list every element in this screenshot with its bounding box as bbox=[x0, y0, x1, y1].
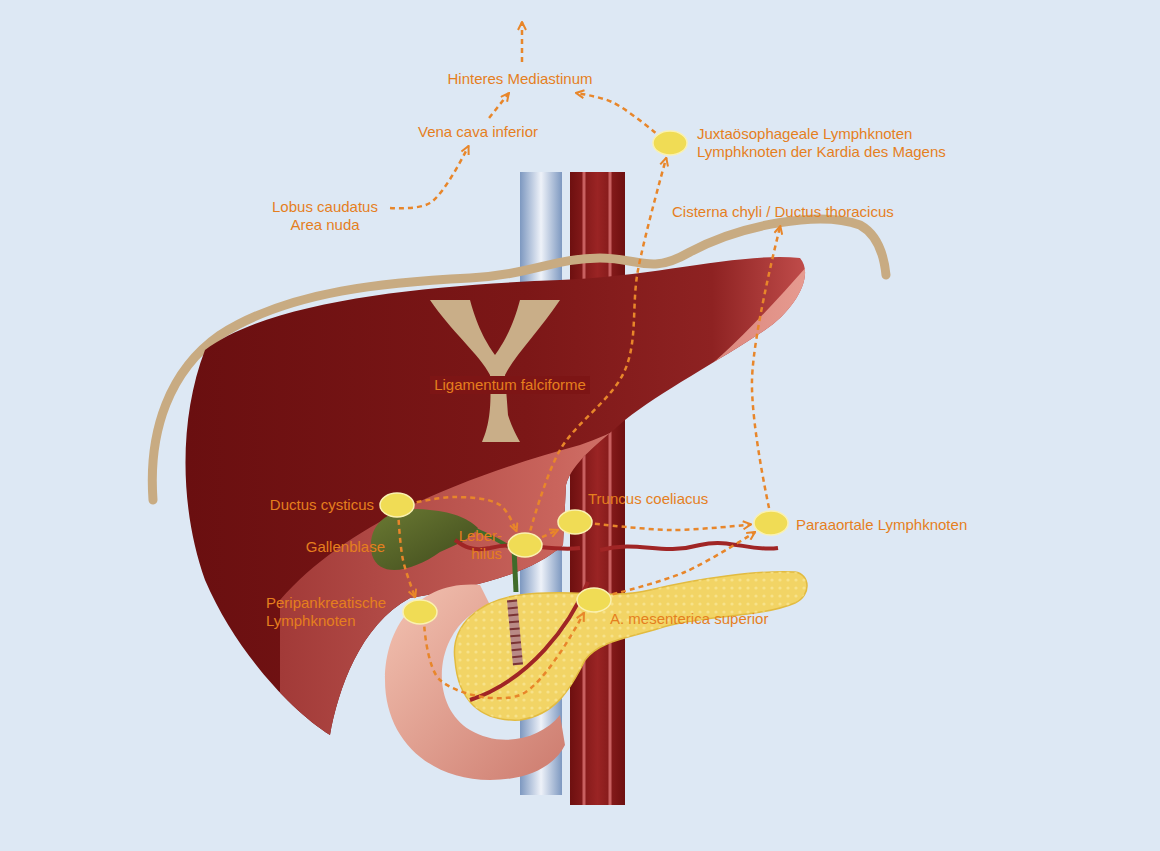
lymph-node-oval bbox=[753, 510, 789, 536]
lymph-node: Paraaortale Lymphknoten bbox=[753, 510, 789, 536]
lymph-node: Peripankreatische Lymphknoten bbox=[402, 599, 438, 625]
lymph-node: Ductus cysticus bbox=[379, 492, 415, 518]
node-text: Juxtaösophageale Lymphknoten Lymphknoten… bbox=[697, 125, 977, 161]
splenic-artery bbox=[600, 543, 778, 550]
part-label: Ligamentum falciforme bbox=[430, 376, 590, 394]
lymph-node-shape bbox=[403, 600, 437, 624]
lymph-flow-arrow bbox=[424, 613, 584, 698]
node-text: Lobus caudatus Area nuda bbox=[265, 198, 385, 234]
lymph-node-oval bbox=[557, 509, 593, 535]
flow-label: Cisterna chyli / Ductus thoracicus bbox=[670, 201, 896, 223]
lymph-node-oval bbox=[652, 130, 688, 156]
flow-label: Lobus caudatus Area nuda bbox=[263, 196, 387, 236]
lymph-node-oval bbox=[507, 532, 543, 558]
node-text: A. mesenterica superior bbox=[610, 610, 768, 628]
flow-label: Hinteres Mediastinum bbox=[445, 68, 594, 90]
lymph-node: Leber- hilus bbox=[507, 532, 543, 558]
node-text: Ductus cysticus bbox=[270, 496, 374, 514]
node-text: Hinteres Mediastinum bbox=[447, 70, 592, 88]
lymph-flow-arrow bbox=[530, 158, 666, 531]
node-text: Truncus coeliacus bbox=[588, 490, 708, 508]
part-label: Gallenblase bbox=[306, 538, 385, 556]
drainage-arrow bbox=[521, 22, 524, 62]
node-text: Cisterna chyli / Ductus thoracicus bbox=[672, 203, 894, 221]
lymph-flow-arrow bbox=[417, 497, 517, 531]
lymph-flow-arrow bbox=[399, 520, 416, 597]
lymph-node-shape bbox=[558, 510, 592, 534]
lymph-node-oval bbox=[379, 492, 415, 518]
node-text: Paraaortale Lymphknoten bbox=[796, 516, 967, 534]
falciform-ligament bbox=[430, 300, 560, 442]
lymph-flow-arrow bbox=[752, 226, 780, 508]
lymph-flow-arrow bbox=[542, 530, 558, 537]
mesenteric-vein bbox=[512, 600, 518, 665]
label-text: Ligamentum falciforme bbox=[430, 376, 590, 394]
lymph-node-oval bbox=[576, 587, 612, 613]
lymph-node: Juxtaösophageale Lymphknoten Lymphknoten… bbox=[652, 130, 688, 156]
lymph-flow-arrow bbox=[576, 93, 655, 133]
label-text: Gallenblase bbox=[306, 538, 385, 556]
lymph-node-shape bbox=[653, 131, 687, 155]
lymph-flow-arrow bbox=[595, 524, 751, 530]
lymph-node-shape bbox=[754, 511, 788, 535]
lymph-node-shape bbox=[380, 493, 414, 517]
node-text: Peripankreatische Lymphknoten bbox=[266, 594, 396, 630]
node-text: Leber- hilus bbox=[452, 527, 502, 563]
lymph-flow-arrow bbox=[613, 532, 756, 594]
flow-label: Vena cava inferior bbox=[416, 121, 540, 143]
lymph-node: Truncus coeliacus bbox=[557, 509, 593, 535]
lymph-flow-arrow bbox=[390, 146, 469, 208]
lymph-flow-arrow bbox=[489, 93, 509, 118]
mesenteric-vein-rings bbox=[512, 600, 518, 665]
mesenteric-artery bbox=[470, 582, 588, 700]
aorta-stripe bbox=[583, 172, 586, 805]
aorta-stripe bbox=[609, 172, 612, 805]
lymph-node-shape bbox=[577, 588, 611, 612]
lymph-node: A. mesenterica superior bbox=[576, 587, 612, 613]
aorta bbox=[570, 172, 625, 805]
lymph-node-oval bbox=[402, 599, 438, 625]
lymph-node-shape bbox=[508, 533, 542, 557]
node-text: Vena cava inferior bbox=[418, 123, 538, 141]
